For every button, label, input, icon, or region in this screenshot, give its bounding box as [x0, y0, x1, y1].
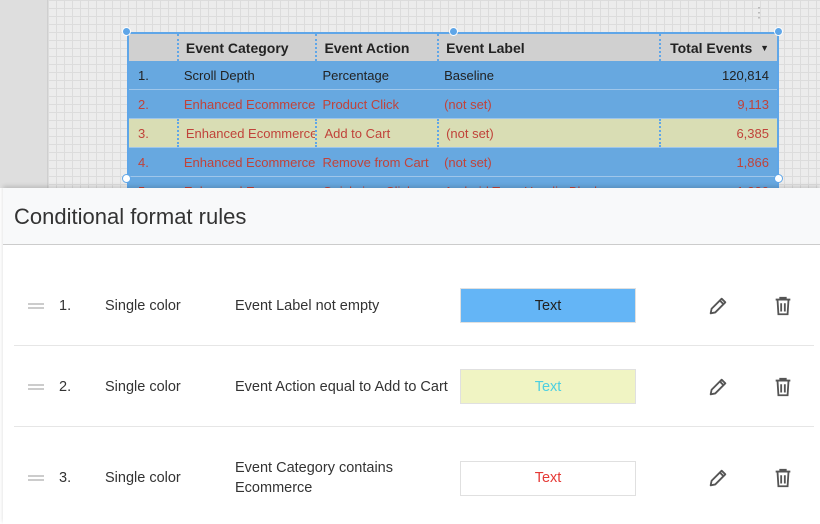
cell-total-events: 9,113	[737, 96, 769, 112]
table-header: Event Category Event Action Event Label …	[129, 34, 777, 61]
delete-trash-icon[interactable]	[772, 467, 794, 489]
resize-handle-tr[interactable]	[774, 27, 783, 36]
cell-event-action: Product Click	[322, 96, 400, 112]
delete-trash-icon[interactable]	[772, 295, 794, 317]
cell-event-category: Scroll Depth	[183, 67, 255, 83]
cell-total-events: 1,866	[736, 154, 769, 170]
rule-type: Single color	[105, 470, 181, 486]
cell-event-action: Remove from Cart	[322, 154, 429, 170]
rule-style-preview[interactable]: Text	[460, 369, 636, 404]
drag-handle-icon[interactable]	[28, 475, 44, 481]
cell-total-events: 1,220	[659, 177, 777, 189]
format-rule[interactable]: 1. Single color Event Label not empty Te…	[14, 266, 814, 346]
edit-pencil-icon[interactable]	[707, 295, 729, 317]
drag-handle-icon[interactable]	[28, 302, 44, 309]
cell-index: 4.	[138, 154, 149, 170]
rule-type: Single color	[105, 297, 181, 314]
format-rule[interactable]: 2. Single color Event Action equal to Ad…	[14, 347, 814, 427]
cell-total-events: 120,814	[722, 67, 769, 83]
header-event-category[interactable]: Event Category	[176, 34, 316, 61]
table-row[interactable]: 4. Enhanced Ecommerce Remove from Cart (not…	[129, 148, 777, 177]
panel-title: Conditional format rules	[3, 188, 820, 245]
cell-event-label: (not set)	[444, 154, 492, 170]
cell-index: 2.	[138, 96, 149, 112]
header-index	[129, 34, 177, 61]
cell-index: 1.	[138, 67, 149, 83]
cell-event-category: Enhanced Ecommerce	[177, 177, 316, 189]
header-total-events-label: Total Events	[670, 39, 753, 56]
data-table[interactable]: Event Category Event Action Event Label …	[127, 32, 779, 188]
rule-condition: Event Category contains Ecommerce	[235, 460, 393, 496]
more-options-icon[interactable]: ⋮	[752, 4, 766, 20]
sort-desc-icon[interactable]: ▼	[760, 42, 769, 53]
rule-type: Single color	[105, 378, 181, 395]
rule-condition: Event Action equal to Add to Cart	[235, 378, 448, 395]
rule-index: 3.	[59, 470, 72, 486]
canvas-left-margin	[0, 0, 48, 188]
cell-event-category: Enhanced Ecommerce	[183, 96, 316, 112]
resize-handle-bl[interactable]	[122, 174, 131, 183]
resize-handle-tm[interactable]	[449, 27, 458, 36]
edit-pencil-icon[interactable]	[707, 376, 729, 398]
table-row[interactable]: 2. Enhanced Ecommerce Product Click (not se…	[129, 90, 777, 119]
rule-style-preview[interactable]: Text	[460, 460, 636, 496]
report-canvas: ⋮ Event Category Event Action Event Labe…	[0, 0, 820, 188]
cell-event-action: Add to Cart	[315, 119, 437, 147]
delete-trash-icon[interactable]	[772, 376, 794, 398]
header-event-label[interactable]: Event Label	[437, 34, 659, 61]
edit-pencil-icon[interactable]	[707, 467, 729, 489]
rule-index: 1.	[59, 297, 72, 314]
cell-event-label: (not set)	[444, 96, 492, 112]
cell-event-action: Percentage	[322, 67, 389, 83]
cell-event-label: Android Tone Hoodie Black	[437, 177, 659, 189]
cell-event-category: Enhanced Ecommerce	[176, 119, 315, 147]
drag-handle-icon[interactable]	[28, 383, 44, 390]
rule-index: 2.	[59, 378, 72, 395]
cell-event-label: (not set)	[437, 119, 659, 147]
rule-condition: Event Label not empty	[235, 297, 380, 314]
rule-style-preview[interactable]: Text	[460, 288, 636, 323]
resize-handle-br[interactable]	[774, 174, 783, 183]
header-total-events[interactable]: Total Events ▼	[659, 34, 777, 61]
cell-event-action: Quickview Click	[315, 177, 437, 189]
cell-total-events: 6,385	[659, 119, 777, 147]
table-row[interactable]: 1. Scroll Depth Percentage Baseline 120,814	[129, 61, 777, 90]
format-rule[interactable]: 3. Single color Event Category contains …	[14, 438, 814, 518]
cell-event-label: Baseline	[444, 67, 494, 83]
cell-index: 3.	[138, 125, 149, 141]
table-row[interactable]: 5.Enhanced EcommerceQuickview ClickAndro…	[129, 177, 777, 188]
conditional-format-panel: Conditional format rules 1. Single color…	[3, 188, 820, 524]
header-event-action[interactable]: Event Action	[315, 34, 437, 61]
cell-event-category: Enhanced Ecommerce	[183, 154, 316, 170]
cell-index: 5.	[129, 177, 177, 189]
resize-handle-tl[interactable]	[122, 27, 131, 36]
